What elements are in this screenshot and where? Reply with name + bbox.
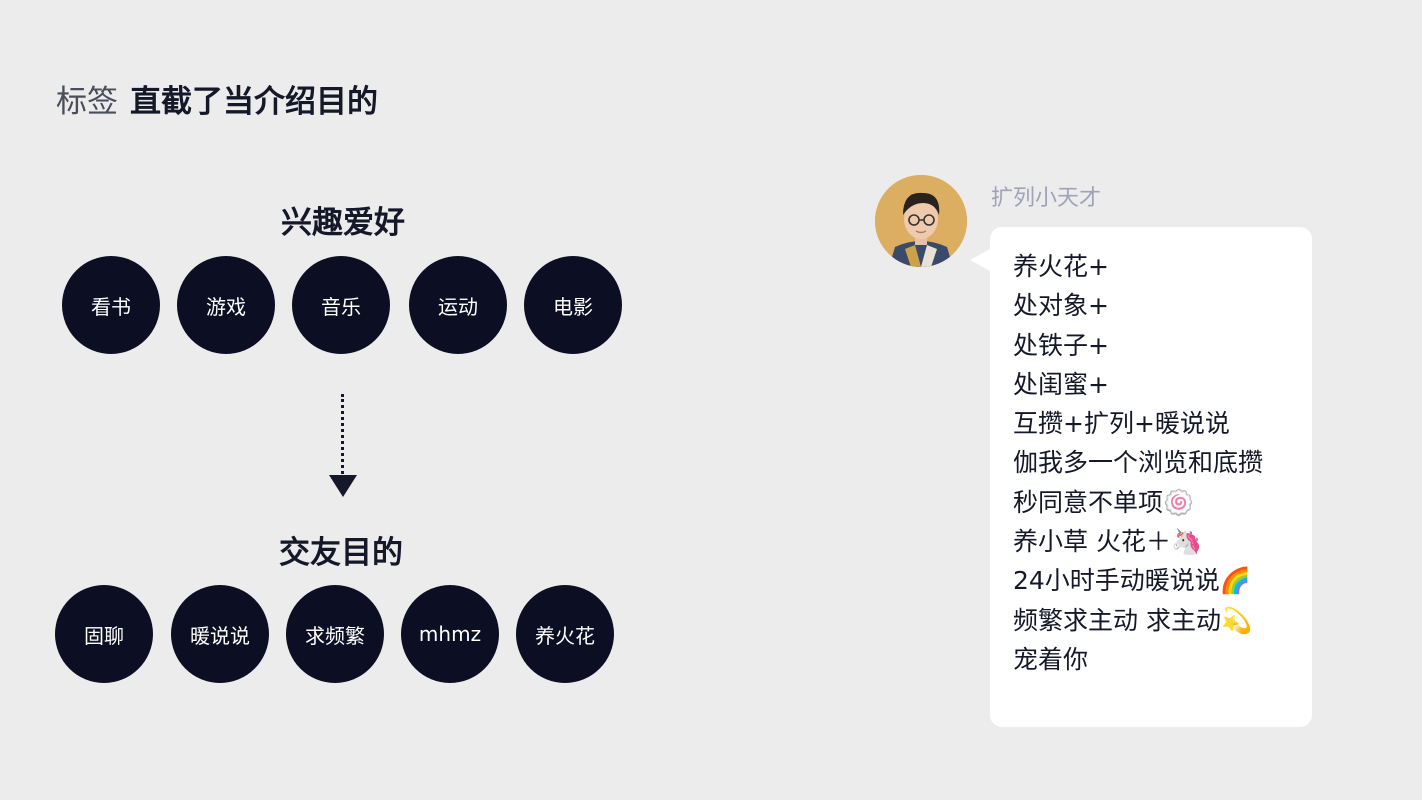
tag-purpose[interactable]: 固聊 [55,585,153,683]
tag-interest[interactable]: 游戏 [177,256,275,354]
bubble-line: 24小时手动暖说说🌈 [1013,566,1251,596]
avatar[interactable] [875,175,967,267]
bubble-line: 互攒+扩列+暖说说 [1013,409,1230,439]
interests-title: 兴趣爱好 [281,205,405,241]
bubble-line: 处对象+ [1013,291,1109,321]
tag-interest[interactable]: 音乐 [292,256,390,354]
page-heading: 标签 直截了当介绍目的 [56,76,378,120]
bubble-lines: 养火花+ 处对象+ 处铁子+ 处闺蜜+ 互攒+扩列+暖说说 伽我多一个浏览和底攒… [1013,247,1304,679]
tag-purpose[interactable]: 暖说说 [171,585,269,683]
tag-interest[interactable]: 看书 [62,256,160,354]
bubble-line: 宠着你 [1013,644,1089,674]
down-arrow-line [341,394,344,474]
bubble-line: 处闺蜜+ [1013,369,1109,399]
tag-purpose[interactable]: 养火花 [516,585,614,683]
tag-purpose[interactable]: mhmz [401,585,499,683]
tag-purpose[interactable]: 求频繁 [286,585,384,683]
bubble-line: 养火花+ [1013,252,1109,281]
bubble-line: 秒同意不单项🍥 [1013,487,1195,517]
bubble-line: 处铁子+ [1013,330,1109,360]
avatar-person-icon [875,175,967,267]
bubble-tail [970,248,992,272]
heading-title: 直截了当介绍目的 [130,83,378,120]
chat-username: 扩列小天才 [991,186,1102,211]
tag-interest[interactable]: 运动 [409,256,507,354]
down-arrow-icon [329,475,357,497]
bubble-line: 频繁求主动 求主动💫 [1013,605,1253,635]
heading-label: 标签 [56,83,118,120]
bubble-line: 养小草 火花＋🦄 [1013,527,1203,557]
tag-interest[interactable]: 电影 [524,256,622,354]
bubble-line: 伽我多一个浏览和底攒 [1013,448,1264,478]
purposes-title: 交友目的 [279,535,403,571]
chat-bubble: 养火花+ 处对象+ 处铁子+ 处闺蜜+ 互攒+扩列+暖说说 伽我多一个浏览和底攒… [990,227,1312,727]
